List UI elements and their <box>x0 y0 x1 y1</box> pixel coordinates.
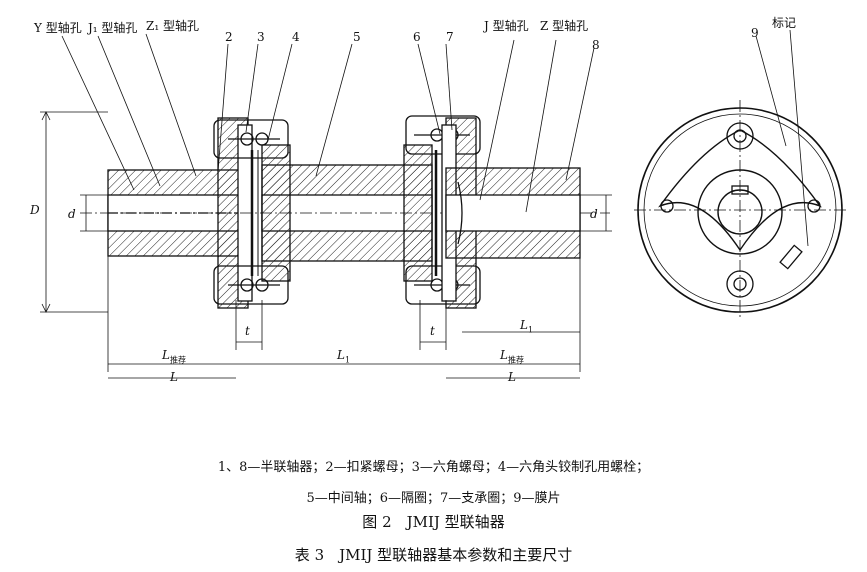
dim-d-left: d <box>68 207 76 221</box>
legend-line-1: 1、8—半联轴器；2—扣紧螺母；3—六角螺母；4—六角头铰制孔用螺栓； <box>217 460 650 475</box>
callout-3: 3 <box>257 30 265 44</box>
dim-L-left: L <box>170 370 178 384</box>
callout-6: 6 <box>413 30 421 44</box>
dim-L1r-sub: 1 <box>527 325 534 335</box>
dim-d-right: d <box>590 207 598 221</box>
dim-L1: L1 <box>337 348 350 364</box>
dim-L-rec-left-main: L <box>162 348 170 362</box>
dim-L1-right: L1 <box>520 318 533 334</box>
dim-L1r-main: L <box>520 318 528 332</box>
callout-9: 9 <box>751 26 759 40</box>
end-view <box>634 29 846 320</box>
dimension-d-right <box>580 194 612 232</box>
dimension-d-left <box>80 194 108 232</box>
callout-4: 4 <box>292 30 300 44</box>
callout-8: 8 <box>592 38 600 52</box>
dim-L-recommended-right: L推荐 <box>500 348 524 365</box>
callout-j1-bore: J₁ 型轴孔 <box>88 21 138 35</box>
callout-2: 2 <box>225 30 233 44</box>
callout-5: 5 <box>353 30 361 44</box>
figure-caption: 图 2 JMⅠJ 型联轴器 <box>362 513 505 531</box>
dimension-lines-bottom <box>107 256 581 379</box>
callout-7: 7 <box>446 30 454 44</box>
dim-L-recommended-left: L推荐 <box>162 348 186 365</box>
callout-j-bore: J 型轴孔 <box>484 19 529 33</box>
leader-lines <box>61 33 595 213</box>
dim-L-rec-right-main: L <box>500 348 508 362</box>
callout-z-bore: Z 型轴孔 <box>540 19 589 33</box>
table-caption: 表 3 JMⅠJ 型联轴器基本参数和主要尺寸 <box>294 546 573 564</box>
dim-L1-sub: 1 <box>344 355 351 365</box>
right-hub <box>445 167 581 259</box>
dim-L1-main: L <box>337 348 345 362</box>
dimension-D <box>40 111 108 313</box>
dim-L-rec-left-sub: 推荐 <box>169 355 186 365</box>
dim-L-rec-right-sub: 推荐 <box>507 355 524 365</box>
dim-t-left: t <box>245 324 250 338</box>
dim-t-right: t <box>430 324 435 338</box>
dim-D: D <box>30 203 40 217</box>
legend-line-2: 5—中间轴；6—隔圈；7—支承圈；9—膜片 <box>306 491 561 506</box>
callout-z1-bore: Z₁ 型轴孔 <box>146 19 199 33</box>
callout-mark: 标记 <box>772 16 797 30</box>
dim-L-right: L <box>508 370 516 384</box>
callout-y-bore: Y 型轴孔 <box>34 21 82 35</box>
